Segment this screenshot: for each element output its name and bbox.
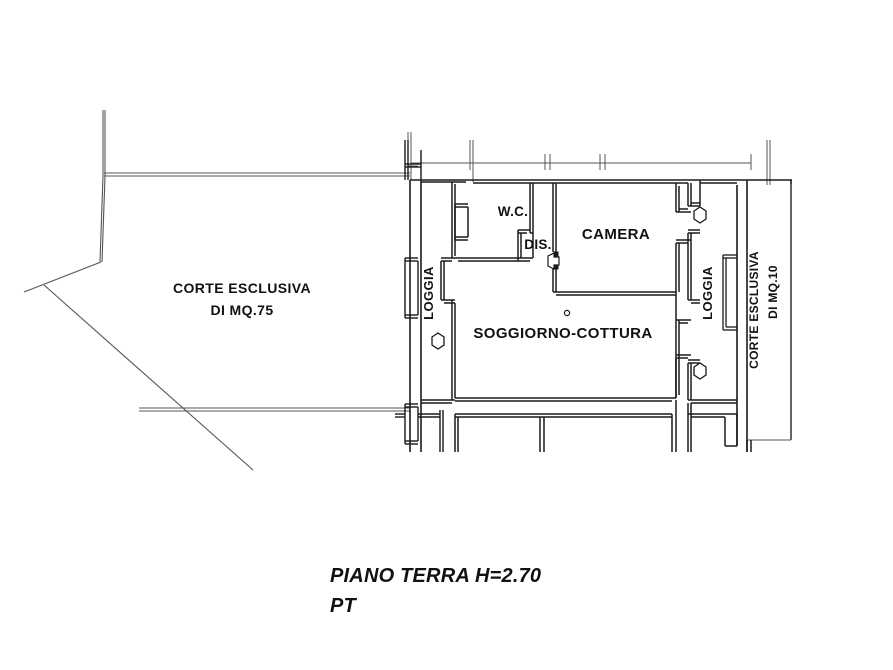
loggia-left-window [404, 257, 419, 319]
wall-stub-top-left [404, 140, 422, 182]
loggia-left-pillar [431, 332, 445, 350]
loggia-right-pillar-top [693, 206, 707, 224]
corte-piccola-outline [747, 184, 792, 441]
dimension-line-top-main [469, 140, 771, 185]
wall-camera [552, 183, 691, 296]
courtyard-bottom-edge [139, 407, 410, 412]
room-label-loggia-right: LOGGIA [700, 266, 715, 320]
room-label-soggiorno: SOGGIORNO-COTTURA [473, 325, 652, 342]
loggia-right-pillar-bottom [693, 362, 707, 380]
room-label-camera: CAMERA [582, 226, 650, 243]
courtyard-top-edge [104, 172, 410, 177]
loggia-left-structure [421, 182, 456, 404]
door-opening-left-bottom [395, 403, 444, 452]
loggia-right-structure [687, 180, 737, 404]
caption-line-1: PIANO TERRA H=2.70 [330, 565, 541, 587]
corte-piccola-label-line1: CORTE ESCLUSIVA [747, 251, 761, 369]
room-label-dis: DIS. [524, 237, 551, 252]
corte-grande-label-line2: DI MQ.75 [210, 302, 273, 318]
corte-piccola-label-line2: DI MQ.10 [766, 265, 780, 319]
room-label-loggia-left: LOGGIA [421, 266, 436, 320]
corte-grande-label-line1: CORTE ESCLUSIVA [173, 280, 311, 296]
room-label-wc: W.C. [498, 204, 528, 219]
property-boundary-left [23, 110, 254, 471]
floor-drain-marker [563, 309, 571, 317]
wall-bottom-block [454, 400, 752, 452]
loggia-right-window [722, 254, 737, 331]
caption-line-2: PT [330, 595, 358, 617]
wall-dis [517, 229, 530, 261]
wall-soggiorno [455, 295, 691, 402]
door-symbol-camera [547, 252, 560, 270]
